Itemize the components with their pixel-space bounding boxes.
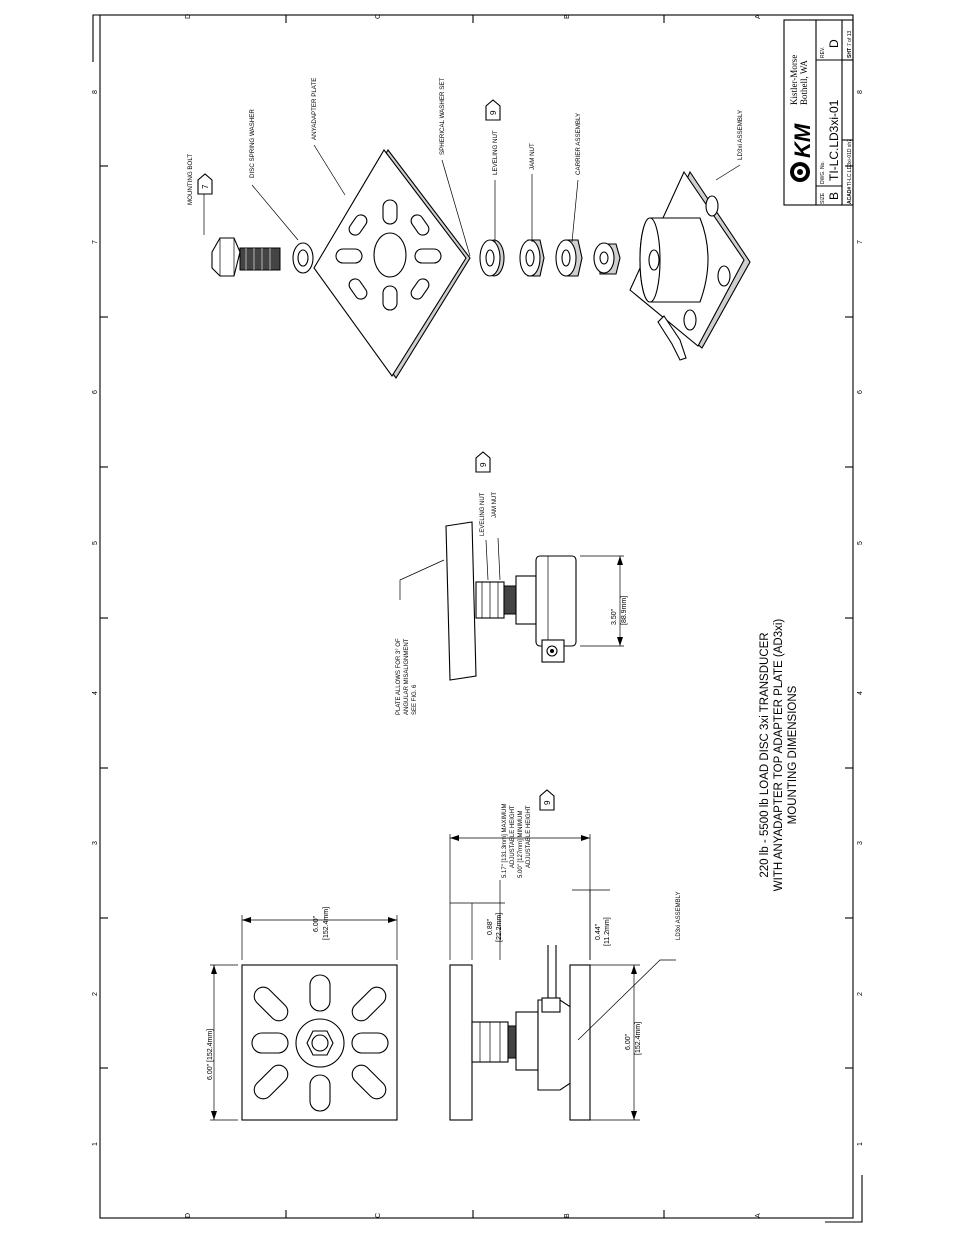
zone-num-left-6: 6 (92, 390, 99, 394)
side-plate-note-2: ANGULAR MISALIGNMENT (404, 638, 410, 715)
zone-num-left-3: 3 (92, 841, 99, 845)
mounting-bolt (211, 237, 281, 277)
label-anyadapter-plate: ANYADAPTER PLATE (311, 78, 318, 140)
zone-num-right-1: 1 (857, 1142, 864, 1146)
acad-value: TI-LC.LD3xi-01D sh7 (847, 139, 853, 186)
elev-dim-044-mm: [11.2mm] (604, 917, 611, 946)
label-spherical-washer-set: SPHERICAL WASHER SET (439, 78, 446, 155)
exploded-view: MOUNTING BOLT 7 DISC SPRING WASHER ANYAD… (187, 78, 751, 379)
company-name: Kistler-Morse (789, 55, 799, 105)
elev-max-1: 5.17" [131.3mm] MAXIMUM (502, 804, 508, 878)
title-line-1: 220 lb - 5500 lb LOAD DISC 3xi TRANSDUCE… (759, 632, 771, 877)
rev-label: REV. (820, 47, 826, 58)
zone-num-right-5: 5 (857, 541, 864, 545)
disc-spring-washer (292, 242, 314, 274)
zone-letter-top-a: A (755, 14, 762, 19)
drawing-title: 220 lb - 5500 lb LOAD DISC 3xi TRANSDUCE… (759, 619, 799, 892)
zone-num-right-8: 8 (857, 90, 864, 94)
zone-letter-top-b: B (564, 14, 571, 19)
label-jam-nut: JAM NUT (529, 143, 536, 170)
side-dim-350-mm: [88.9mm] (621, 596, 628, 625)
label-ld3xi-assembly: LD3xi ASSEMBLY (737, 110, 744, 160)
carrier-assembly-part (593, 242, 621, 275)
side-view: 3.50" [88.9mm] PLATE ALLOWS FOR 3° OF AN… (396, 451, 628, 715)
elev-min-1: 5.00" [127mm] MINIMUM (518, 811, 524, 878)
zone-num-left-1: 1 (92, 1142, 99, 1146)
side-plate-note-1: PLATE ALLOWS FOR 3° OF (396, 638, 402, 715)
zone-num-left-7: 7 (92, 240, 99, 244)
leveling-nut-part (519, 239, 545, 277)
side-dim-350-in: 3.50" (611, 608, 618, 625)
title-line-3: MOUNTING DIMENSIONS (787, 685, 799, 824)
elev-dim-600-mm: [152.4mm] (635, 1022, 642, 1055)
dwg-number: TI-LC.LD3xi-01 (827, 99, 841, 181)
zone-letter-bottom-c: C (375, 1213, 382, 1218)
km-logo: KM (790, 123, 815, 182)
zone-letter-bottom-a: A (755, 1213, 762, 1218)
title-line-2: WITH ANYADAPTER TOP ADAPTER PLATE (AD3xi… (773, 619, 785, 892)
elev-dim-088-mm: [22.2mm] (496, 913, 503, 942)
dwg-label: DWG. No. (820, 161, 826, 184)
zone-num-right-3: 3 (857, 841, 864, 845)
company-location: Bothell, WA (799, 60, 809, 105)
elev-ld3xi-assembly: LD3xi ASSEMBLY (676, 891, 682, 940)
side-leveling-nut: LEVELING NUT (480, 492, 486, 536)
zone-num-right-6: 6 (857, 390, 864, 394)
zone-letter-bottom-d: D (185, 1213, 192, 1218)
sheet-value: 7 of 13 (847, 30, 853, 46)
elev-dim-600-in: 6.00" (625, 1033, 632, 1050)
side-plate-note-3: SEE FIG. 6 (412, 684, 418, 715)
ld3xi-assembly-part (629, 170, 751, 361)
plan-dim-h: 6.00" [152.4mm] (207, 1029, 214, 1080)
elev-note: 9 (543, 800, 552, 805)
zone-num-right-2: 2 (857, 992, 864, 996)
label-bolt-note: 7 (201, 184, 210, 189)
zone-ticks (100, 15, 853, 1218)
elev-dim-044-in: 0.44" (595, 923, 602, 940)
logo-text: KM (790, 123, 815, 158)
zone-num-right-7: 7 (857, 240, 864, 244)
side-jam-nut: JAM NUT (492, 492, 498, 518)
label-leveling-note: 9 (489, 110, 498, 115)
zone-num-left-4: 4 (92, 691, 99, 695)
sheet-label: SHT (847, 48, 853, 58)
plan-dim-w-in: 6.00" (313, 915, 320, 932)
rev-value: D (827, 39, 841, 48)
zone-letter-bottom-b: B (564, 1213, 571, 1218)
acad-label: ACAD# (847, 187, 853, 204)
zone-num-left-8: 8 (92, 90, 99, 94)
zone-letter-top-c: C (375, 14, 382, 19)
size-label: SIZE (820, 192, 826, 204)
plan-dim-w-mm: [152.4mm] (323, 907, 330, 940)
zone-num-right-4: 4 (857, 691, 864, 695)
elev-max-2: ADJUSTABLE HEIGHT (510, 805, 516, 868)
spherical-washer-set (479, 239, 505, 277)
size-value: B (827, 192, 841, 200)
drawing-border (99, 14, 854, 1219)
elev-min-2: ADJUSTABLE HEIGHT (526, 805, 532, 868)
jam-nut-part (555, 239, 583, 277)
side-note: 9 (479, 462, 488, 467)
plan-view: 6.00" [152.4mm] 6.00" [152.4mm] (207, 907, 398, 1121)
zone-num-left-2: 2 (92, 992, 99, 996)
zone-num-left-5: 5 (92, 541, 99, 545)
label-mounting-bolt: MOUNTING BOLT (187, 154, 194, 205)
zone-letter-top-d: D (185, 14, 192, 19)
label-carrier-assembly: CARRIER ASSEMBLY (575, 113, 582, 175)
elev-dim-088-in: 0.88" (487, 918, 494, 935)
title-block: KM Kistler-Morse Bothell, WA SIZE B DWG.… (783, 19, 854, 206)
label-disc-spring-washer: DISC SPRING WASHER (249, 109, 256, 178)
label-leveling-nut: LEVELING NUT (492, 130, 499, 175)
elevation-view: 5.17" [131.3mm] MAXIMUM ADJUSTABLE HEIGH… (449, 789, 682, 1121)
anyadapter-plate (313, 149, 471, 379)
